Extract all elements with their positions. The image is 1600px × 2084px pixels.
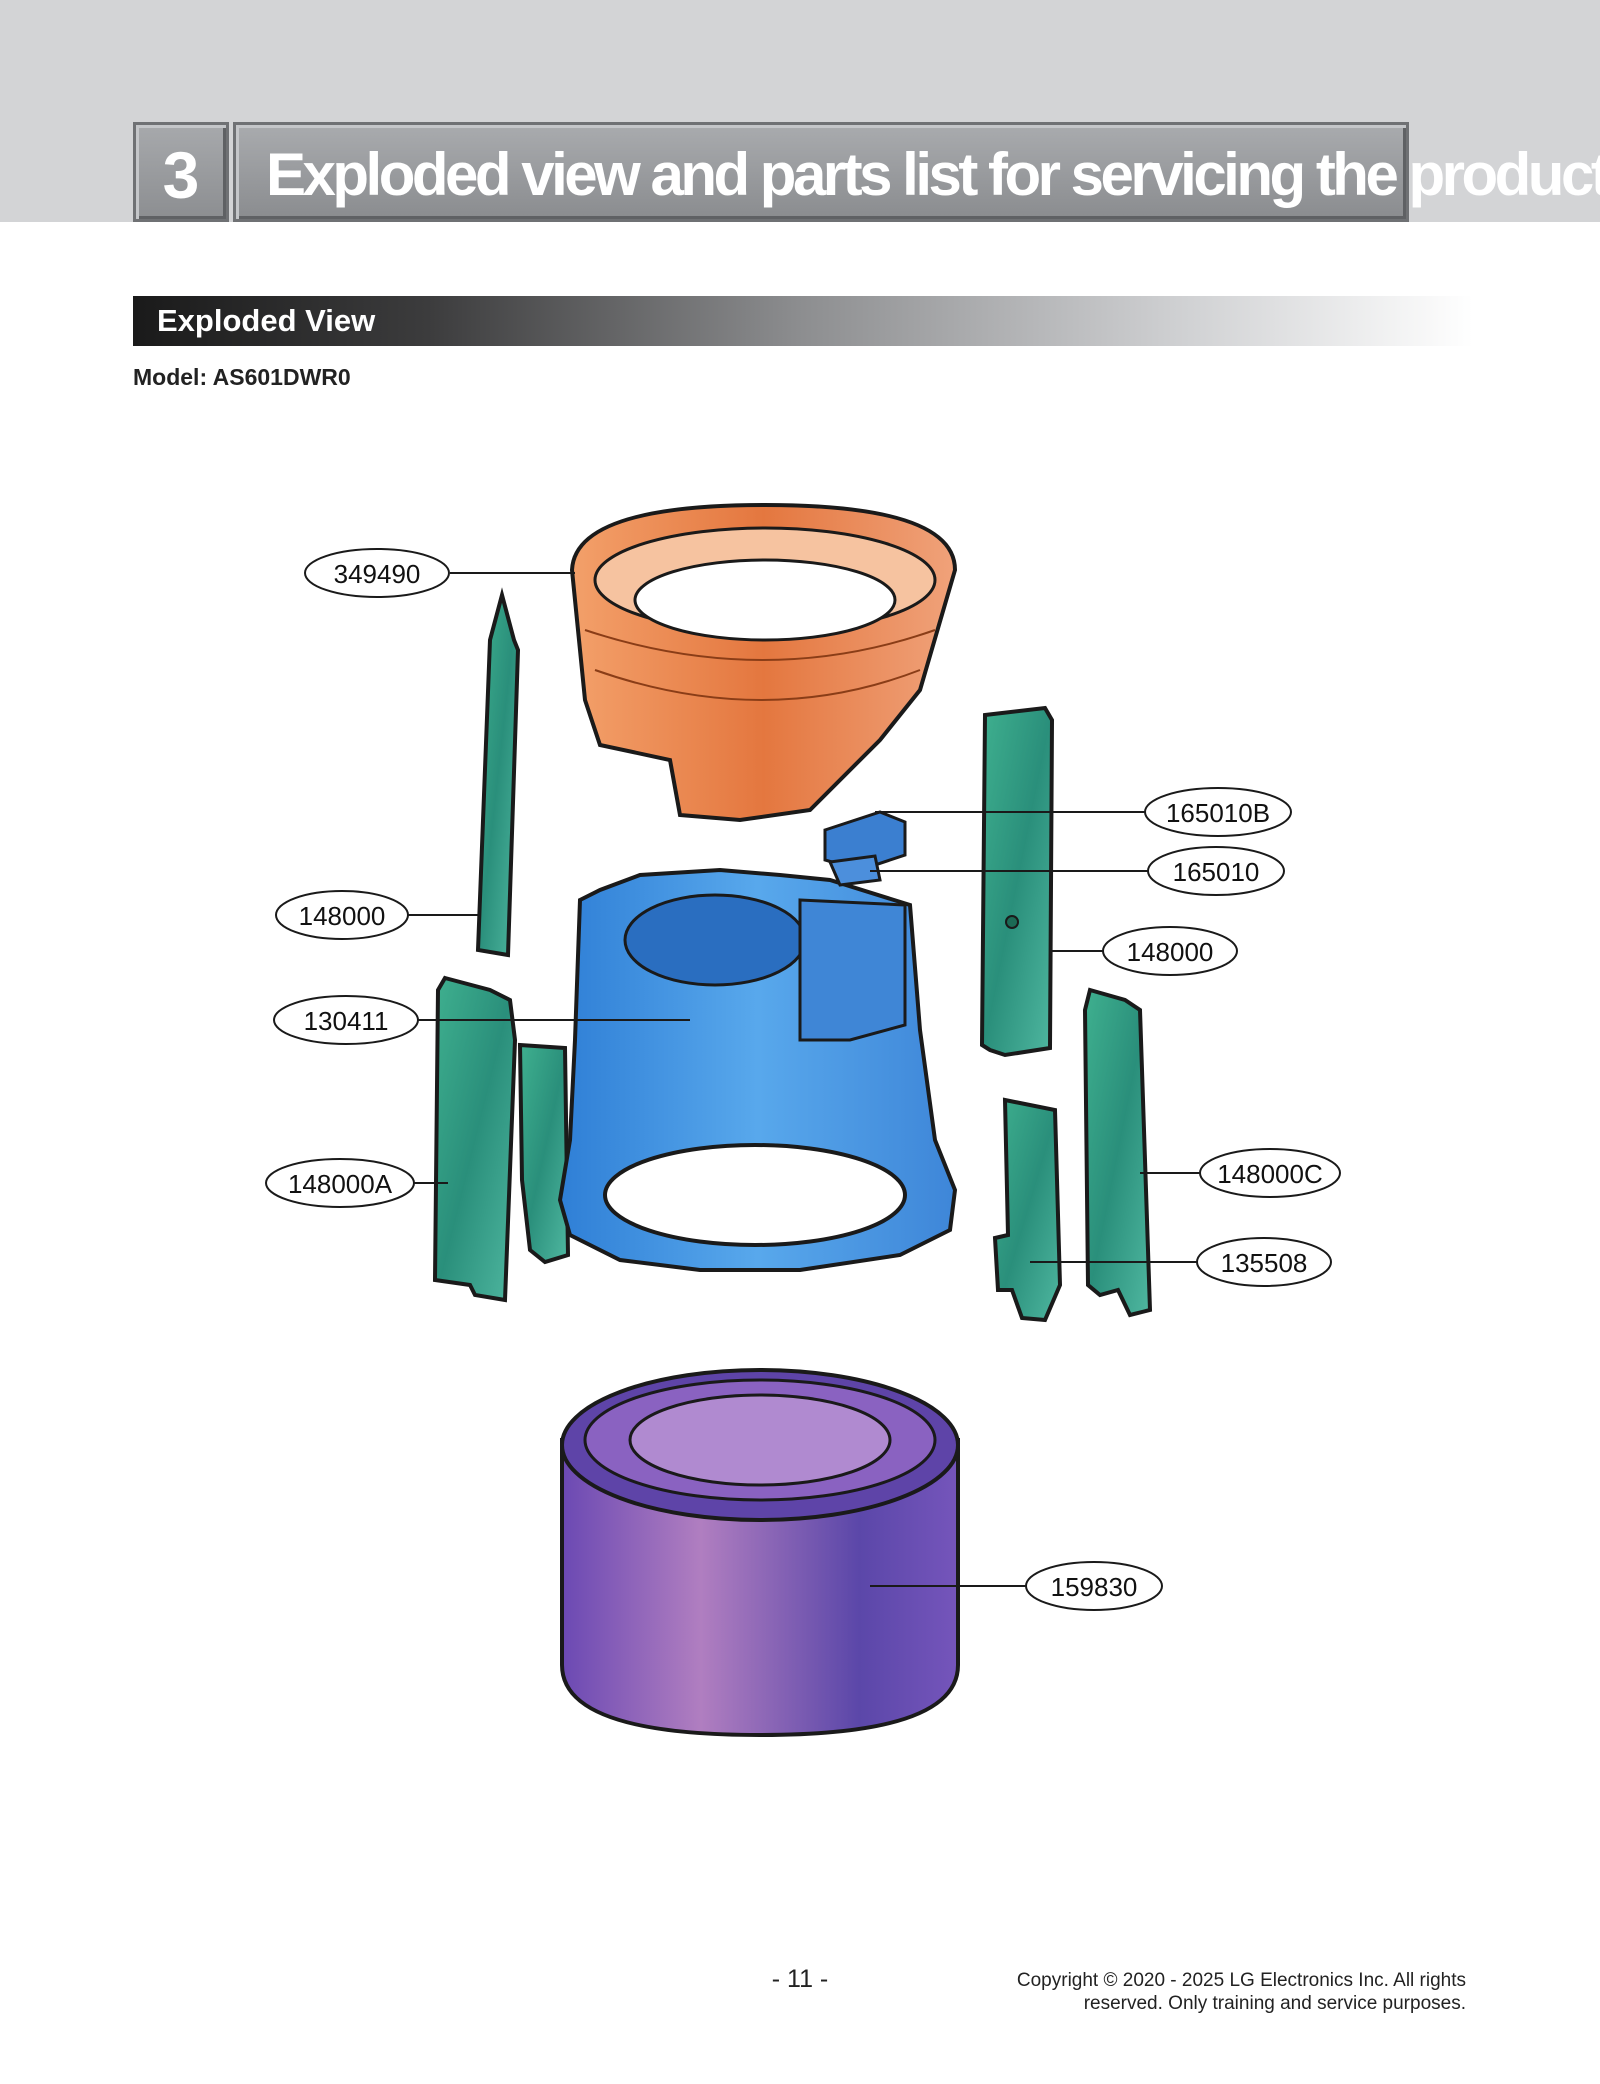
right-front-panel-part — [979, 705, 1055, 1058]
callout-label: 135508 — [1221, 1248, 1308, 1278]
chapter-number: 3 — [133, 122, 229, 222]
bracket-part — [992, 1097, 1063, 1323]
left-bracket-part — [517, 1042, 571, 1265]
sensor-part — [827, 854, 882, 887]
callout-label: 148000 — [299, 901, 386, 931]
callout-159830: 159830 — [1025, 1561, 1163, 1611]
callout-label: 159830 — [1051, 1572, 1138, 1602]
right-front-panel-screw-hole — [1005, 915, 1019, 929]
section-title: Exploded View — [157, 303, 376, 338]
right-back-panel-part — [1082, 987, 1153, 1318]
top-cover-part — [569, 502, 958, 823]
copyright-line-1: Copyright © 2020 - 2025 LG Electronics I… — [1016, 1970, 1466, 1991]
callout-label: 165010 — [1173, 857, 1260, 887]
left-back-panel-part — [432, 975, 518, 1303]
body-frame-part — [557, 867, 958, 1272]
callout-148000-right: 148000 — [1102, 926, 1238, 976]
callout-label: 148000C — [1217, 1159, 1323, 1189]
filter-part — [560, 1368, 960, 1738]
copyright-line-2: reserved. Only training and service purp… — [1083, 1993, 1466, 2014]
callout-label: 148000A — [288, 1169, 393, 1199]
callout-label: 130411 — [304, 1006, 389, 1036]
callout-130411: 130411 — [273, 995, 419, 1045]
callout-165010B: 165010B — [1144, 787, 1292, 837]
callout-165010: 165010 — [1147, 846, 1285, 896]
page-number: - 11 - — [771, 1965, 829, 1993]
leader-lines — [408, 572, 1200, 1587]
callout-135508: 135508 — [1196, 1237, 1332, 1287]
model-label: Model: AS601DWR0 — [133, 364, 351, 390]
callout-148000-left: 148000 — [275, 890, 409, 940]
section-header-bar: Exploded View — [133, 296, 1473, 346]
chapter-title: Exploded view and parts list for servici… — [233, 122, 1600, 222]
left-front-panel-part — [475, 587, 521, 958]
callout-label: 165010B — [1166, 798, 1270, 828]
callout-label: 349490 — [334, 559, 421, 589]
copyright-notice: Copyright © 2020 - 2025 LG Electronics I… — [906, 1969, 1466, 2015]
callout-148000A: 148000A — [265, 1158, 415, 1208]
callout-148000C: 148000C — [1199, 1148, 1341, 1198]
callout-label: 148000 — [1127, 937, 1214, 967]
callout-349490: 349490 — [304, 548, 450, 598]
